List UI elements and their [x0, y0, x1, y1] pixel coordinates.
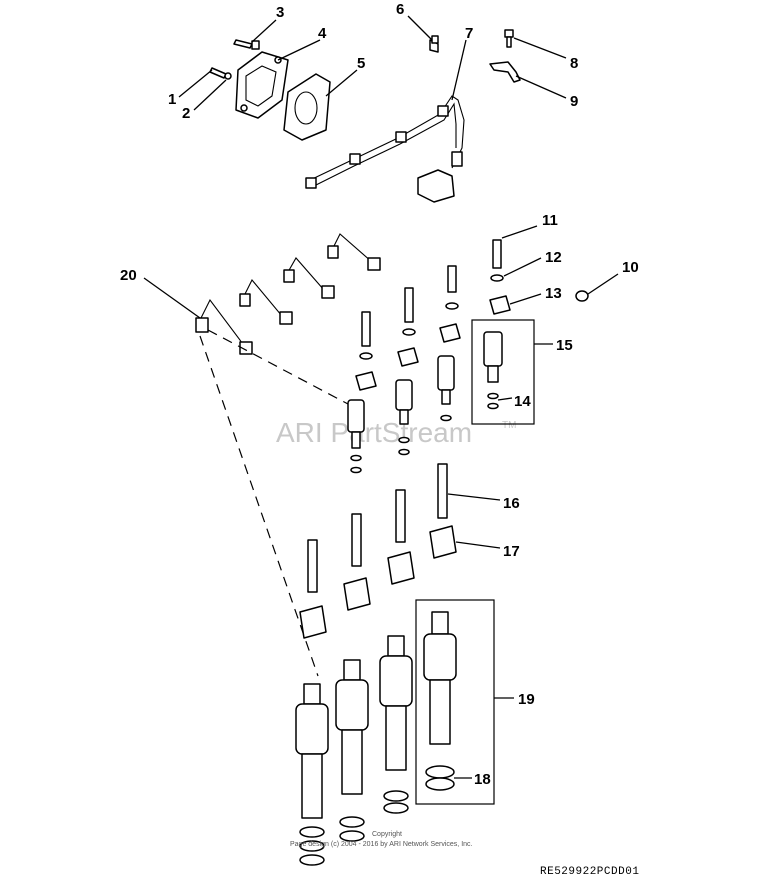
callout-15: 15: [556, 337, 573, 354]
fitting-6: [429, 35, 439, 53]
leader-1: [178, 69, 213, 98]
long-bolt: [351, 513, 362, 567]
callout-4: 4: [318, 25, 327, 42]
callout-3: 3: [276, 4, 284, 21]
clamp-bolt: [402, 287, 416, 336]
high-pressure-line: [283, 257, 335, 299]
callout-16: 16: [503, 495, 520, 512]
clamp-bolt-11: [490, 239, 504, 282]
leader-14: [497, 397, 513, 401]
injector-sleeve-kit-box: [415, 599, 495, 805]
hold-down-clamp: [397, 347, 419, 367]
bolt-1: [209, 67, 232, 80]
injector-kit-box: [471, 319, 535, 425]
fuel-injector: [395, 379, 413, 456]
callout-11: 11: [542, 212, 558, 229]
leader-13: [509, 293, 542, 305]
lower-clamp: [387, 551, 415, 585]
watermark-text: ARI PartStream: [276, 417, 472, 448]
fuel-injector: [347, 399, 365, 474]
reference-code: RE529922PCDD01: [540, 866, 639, 878]
leader-4: [277, 39, 321, 61]
fuel-rail-harness: [305, 95, 465, 203]
long-bolt-16: [437, 463, 448, 519]
bolt-3: [233, 39, 260, 50]
callout-14: 14: [514, 393, 531, 410]
bolt-8: [504, 29, 514, 48]
cover-plate: [235, 51, 289, 119]
callout-17: 17: [503, 543, 520, 560]
callout-5: 5: [357, 55, 365, 72]
callout-7: 7: [465, 25, 473, 42]
copyright-line-2: Page design (c) 2004 - 2016 by ARI Netwo…: [290, 841, 473, 848]
callout-1: 1: [168, 91, 176, 108]
o-ring-set-18: [425, 765, 455, 791]
high-pressure-line: [239, 279, 293, 325]
callout-19: 19: [518, 691, 535, 708]
leader-17: [455, 541, 501, 549]
callout-12: 12: [545, 249, 562, 266]
lower-clamp: [343, 577, 371, 611]
leader-11: [501, 225, 538, 239]
long-bolt: [307, 539, 318, 593]
leader-9: [515, 75, 567, 99]
injector-sleeve: [335, 659, 369, 842]
hold-down-clamp: [439, 323, 461, 343]
clamp-bolt: [445, 265, 459, 310]
gasket: [283, 73, 331, 141]
callout-18: 18: [474, 771, 491, 788]
high-pressure-line: [195, 298, 253, 355]
lower-clamp-17: [429, 525, 457, 559]
leader-7: [451, 39, 467, 101]
fuel-injector: [437, 355, 455, 422]
plug-10: [575, 290, 589, 302]
reference-dashed-line: [199, 335, 319, 677]
hold-down-clamp: [355, 371, 377, 391]
clip-9: [489, 61, 521, 83]
high-pressure-line: [327, 233, 381, 271]
reference-dashed-line: [207, 329, 349, 405]
hold-down-clamp-13: [489, 295, 511, 315]
callout-10: 10: [622, 259, 639, 276]
lower-clamp: [299, 605, 327, 639]
leader-10: [587, 273, 619, 295]
leader-2: [193, 79, 227, 111]
copyright-line-1: Copyright: [372, 831, 402, 838]
leader-3: [251, 19, 277, 43]
injector-sleeve: [295, 683, 329, 866]
callout-8: 8: [570, 55, 578, 72]
leader-6: [407, 15, 433, 41]
watermark-tm: TM: [502, 420, 516, 431]
leader-5: [325, 69, 358, 97]
injector-sleeve-19: [423, 611, 457, 745]
leader-8: [513, 37, 567, 59]
long-bolt: [395, 489, 406, 543]
callout-9: 9: [570, 93, 578, 110]
callout-2: 2: [182, 105, 190, 122]
clamp-bolt: [359, 311, 373, 360]
callout-13: 13: [545, 285, 562, 302]
leader-12: [503, 257, 542, 277]
leader-20: [143, 277, 201, 319]
leader-16: [447, 493, 501, 501]
injector-sleeve: [379, 635, 413, 814]
callout-20: 20: [120, 267, 137, 284]
callout-6: 6: [396, 1, 404, 18]
fuel-injector-15: [483, 331, 503, 410]
